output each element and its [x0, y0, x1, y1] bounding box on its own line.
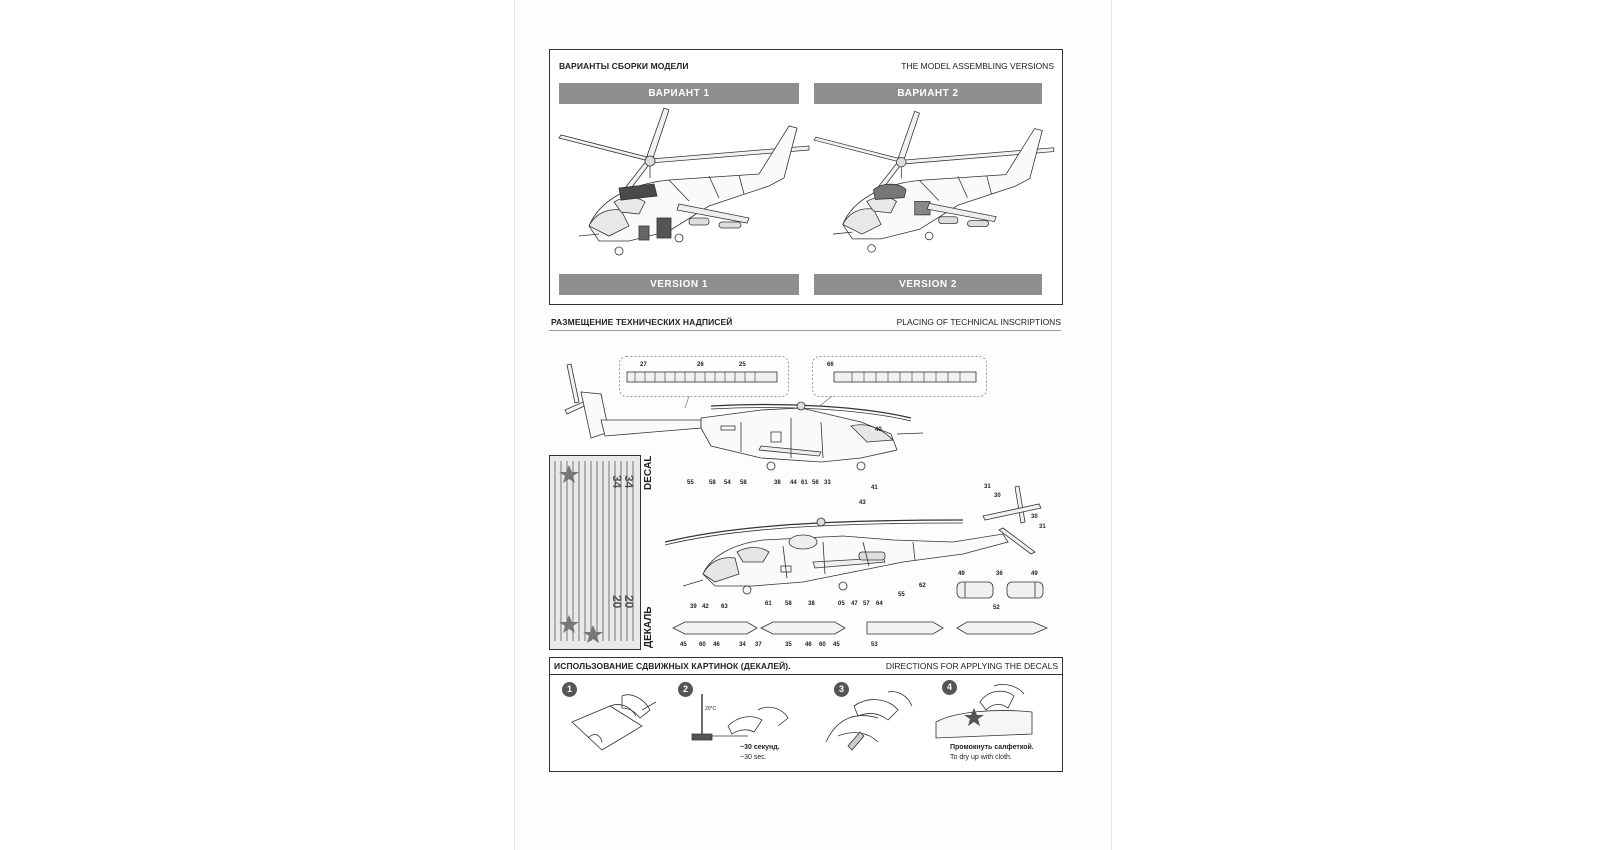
- versions-title-en: THE MODEL ASSEMBLING VERSIONS: [901, 61, 1054, 71]
- callout-pod-49a: 49: [958, 571, 965, 577]
- decal-directions-panel: ИСПОЛЬЗОВАНИЕ СДВИЖНЫХ КАРТИНОК (ДЕКАЛЕЙ…: [549, 657, 1063, 772]
- callout-pyl-60a: 60: [699, 642, 706, 648]
- callout-pyl-34: 34: [739, 642, 746, 648]
- callout-pod-52: 52: [993, 605, 1000, 611]
- callout-tail-31a: 31: [984, 484, 991, 490]
- helicopter-side-view-1: [564, 363, 924, 471]
- step-3-badge: 3: [834, 682, 849, 697]
- versions-panel: ВАРИАНТЫ СБОРКИ МОДЕЛИ THE MODEL ASSEMBL…: [549, 49, 1063, 305]
- callout-40: 40: [875, 427, 882, 433]
- callout-s2-38: 38: [808, 601, 815, 607]
- svg-text:34: 34: [622, 475, 636, 489]
- rotor-blade-callout-b: [812, 356, 987, 407]
- callout-pod-49b: 49: [1031, 571, 1038, 577]
- callout-s2-57: 57: [863, 601, 870, 607]
- callout-27: 27: [640, 362, 647, 368]
- callout-pyl-60b: 60: [819, 642, 826, 648]
- helicopter-version-1-illustration: [558, 107, 810, 256]
- callout-s2-61: 61: [765, 601, 772, 607]
- svg-text:20: 20: [622, 595, 636, 609]
- callout-s1-55: 55: [687, 480, 694, 486]
- callout-tail-31b: 31: [1039, 524, 1046, 530]
- callout-pyl-37: 37: [755, 642, 762, 648]
- callout-43: 43: [859, 500, 866, 506]
- callout-s2-39: 39: [690, 604, 697, 610]
- version-1-band: VERSION 1: [559, 274, 799, 295]
- step-2-caption-en: ~30 sec.: [740, 754, 767, 761]
- callout-s2-58: 58: [785, 601, 792, 607]
- callout-tail-30a: 30: [994, 493, 1001, 499]
- directions-title-ru: ИСПОЛЬЗОВАНИЕ СДВИЖНЫХ КАРТИНОК (ДЕКАЛЕЙ…: [554, 661, 791, 671]
- callout-s2-55: 55: [898, 592, 905, 598]
- callout-pyl-45b: 45: [833, 642, 840, 648]
- callout-s2-42: 42: [702, 604, 709, 610]
- callout-pyl-46b: 46: [805, 642, 812, 648]
- inscriptions-title-ru: РАЗМЕЩЕНИЕ ТЕХНИЧЕСКИХ НАДПИСЕЙ: [551, 317, 733, 327]
- step-1-illustration: [571, 694, 657, 751]
- callout-66: 66: [827, 362, 834, 368]
- callout-pod-36: 36: [996, 571, 1003, 577]
- temperature-label: 20°C: [705, 706, 717, 712]
- decal-sheet-image: 34 34 20 20: [549, 455, 641, 650]
- callout-s1-58a: 58: [709, 480, 716, 486]
- callout-s1-54: 54: [724, 480, 731, 486]
- callout-s1-58b: 58: [740, 480, 747, 486]
- callout-tail-30b: 30: [1031, 514, 1038, 520]
- variant-2-band: ВАРИАНТ 2: [814, 83, 1042, 104]
- helicopter-version-2-illustration: [813, 110, 1055, 253]
- inscriptions-title-en: PLACING OF TECHNICAL INSCRIPTIONS: [896, 317, 1061, 327]
- directions-divider: [550, 674, 1062, 675]
- callout-s1-33: 33: [824, 480, 831, 486]
- callout-s1-61: 61: [801, 480, 808, 486]
- callout-s1-38: 38: [774, 480, 781, 486]
- callout-pyl-35: 35: [785, 642, 792, 648]
- step-2-caption-ru: ~30 секунд.: [740, 744, 780, 751]
- step-4-caption-en: To dry up with cloth.: [950, 754, 1012, 761]
- rocket-pods-illustration: [956, 581, 1044, 599]
- step-2-badge: 2: [678, 682, 693, 697]
- versions-title-ru: ВАРИАНТЫ СБОРКИ МОДЕЛИ: [559, 61, 689, 71]
- callout-s2-62: 62: [919, 583, 926, 589]
- step-3-illustration: [825, 691, 913, 751]
- callout-s2-05: 05: [838, 601, 845, 607]
- version-2-band: VERSION 2: [814, 274, 1042, 295]
- callout-pyl-46a: 46: [713, 642, 720, 648]
- svg-text:34: 34: [610, 475, 624, 489]
- step-4-badge: 4: [942, 680, 957, 695]
- callout-26: 26: [697, 362, 704, 368]
- callout-pyl-53: 53: [871, 642, 878, 648]
- callout-s2-63: 63: [721, 604, 728, 610]
- callout-s1-41: 41: [871, 485, 878, 491]
- pylons-and-tanks-illustration: [672, 621, 1049, 635]
- step-2-illustration: [691, 694, 789, 741]
- callout-25: 25: [739, 362, 746, 368]
- svg-text:20: 20: [610, 595, 624, 609]
- step-4-illustration: [935, 684, 1033, 739]
- directions-title-en: DIRECTIONS FOR APPLYING THE DECALS: [885, 661, 1058, 671]
- instruction-sheet: ВАРИАНТЫ СБОРКИ МОДЕЛИ THE MODEL ASSEMBL…: [514, 0, 1112, 850]
- callout-s2-47: 47: [851, 601, 858, 607]
- decal-label-ru: ДЕКАЛЬ: [643, 606, 654, 648]
- callout-s1-44: 44: [790, 480, 797, 486]
- rotor-blade-callout-a: [619, 356, 789, 409]
- variant-1-band: ВАРИАНТ 1: [559, 83, 799, 104]
- callout-s1-56: 56: [812, 480, 819, 486]
- callout-pyl-45a: 45: [680, 642, 687, 648]
- step-1-badge: 1: [562, 682, 577, 697]
- decal-label-en: DECAL: [643, 455, 654, 490]
- helicopter-side-view-2: [664, 485, 1042, 595]
- step-4-caption-ru: Промокнуть салфеткой.: [950, 744, 1034, 751]
- callout-s2-64: 64: [876, 601, 883, 607]
- section-divider: [549, 330, 1061, 331]
